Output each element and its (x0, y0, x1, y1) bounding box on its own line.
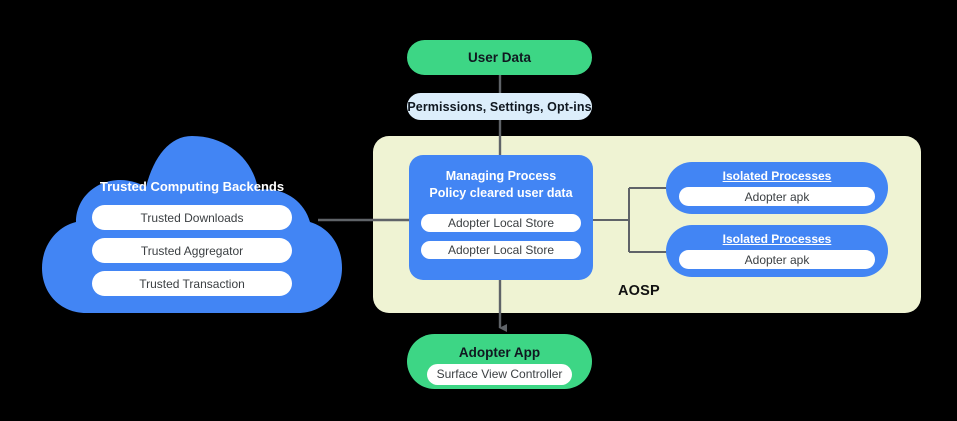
isolated-process-2-title: Isolated Processes (722, 232, 832, 246)
node-trusted-computing-backends[interactable]: Trusted Computing Backends Trusted Downl… (42, 136, 342, 316)
isolated-process-1-adopter-apk[interactable]: Adopter apk (679, 187, 875, 206)
adopter-local-store-2[interactable]: Adopter Local Store (421, 241, 581, 259)
isolated-process-2-adopter-apk[interactable]: Adopter apk (679, 250, 875, 269)
node-user-data[interactable]: User Data (407, 40, 592, 75)
node-permissions[interactable]: Permissions, Settings, Opt-ins (407, 93, 592, 120)
cloud-item-trusted-downloads[interactable]: Trusted Downloads (92, 205, 292, 230)
node-adopter-app[interactable]: Adopter App Surface View Controller (407, 334, 592, 389)
node-isolated-process-2[interactable]: Isolated Processes Adopter apk (666, 225, 888, 277)
cloud-content: Trusted Computing Backends Trusted Downl… (42, 136, 342, 316)
node-isolated-process-1[interactable]: Isolated Processes Adopter apk (666, 162, 888, 214)
cloud-item-trusted-aggregator[interactable]: Trusted Aggregator (92, 238, 292, 263)
adopter-local-store-1[interactable]: Adopter Local Store (421, 214, 581, 232)
permissions-label: Permissions, Settings, Opt-ins (407, 99, 592, 114)
adopter-app-title: Adopter App (458, 344, 541, 360)
managing-process-title-line2: Policy cleared user data (429, 185, 573, 200)
aosp-label: AOSP (618, 283, 660, 299)
isolated-process-1-title: Isolated Processes (722, 169, 832, 183)
cloud-item-trusted-transaction[interactable]: Trusted Transaction (92, 271, 292, 296)
managing-process-title: Managing Process Policy cleared user dat… (429, 168, 572, 201)
managing-process-title-line1: Managing Process (445, 169, 557, 183)
cloud-title: Trusted Computing Backends (99, 179, 285, 194)
adopter-app-surface-view-controller[interactable]: Surface View Controller (427, 363, 572, 385)
node-managing-process[interactable]: Managing Process Policy cleared user dat… (409, 155, 593, 280)
user-data-label: User Data (467, 50, 532, 65)
